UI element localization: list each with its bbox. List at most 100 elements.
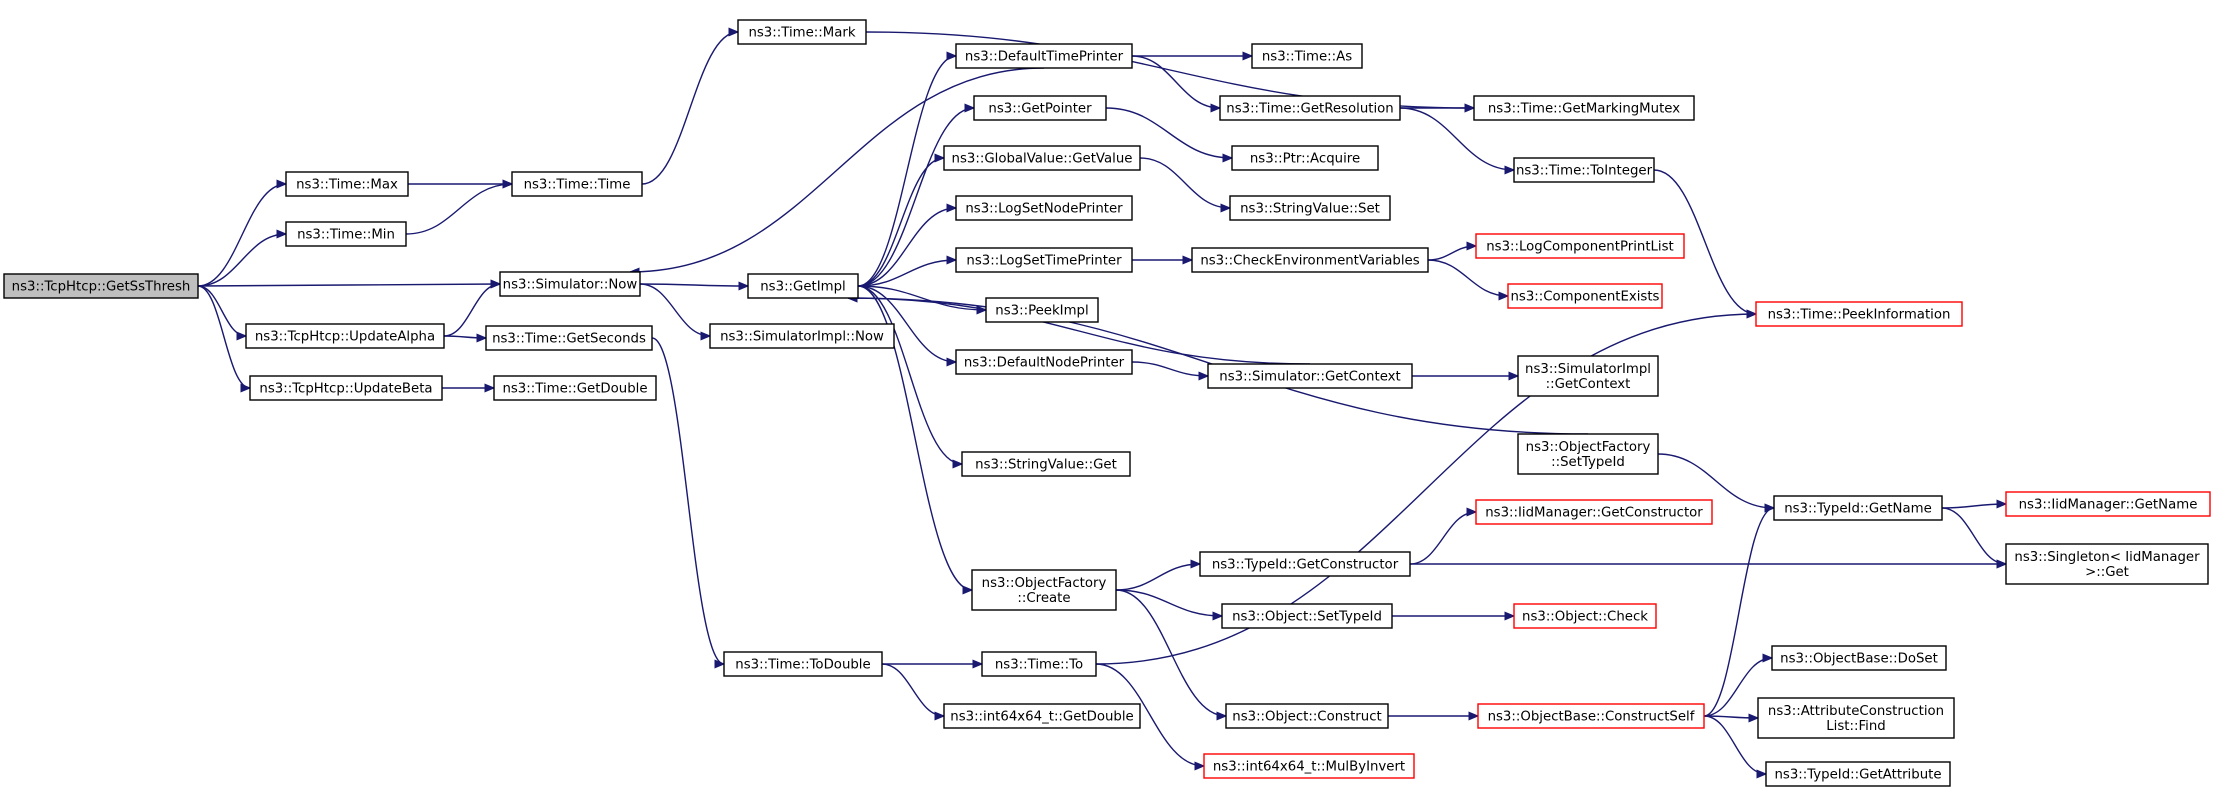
- node-getpointer[interactable]: ns3::GetPointer: [973, 95, 1107, 121]
- node-label: ns3::Ptr::Acquire: [1250, 152, 1360, 167]
- node-label: ns3::DefaultNodePrinter: [964, 356, 1125, 371]
- node-box: [955, 43, 1133, 69]
- edge-checkenv-to-logcomponentprintlist: [1427, 241, 1478, 261]
- node-simimplgetcontext[interactable]: ns3::SimulatorImpl::GetContext: [1517, 355, 1659, 397]
- node-peekimpl[interactable]: ns3::PeekImpl: [985, 297, 1099, 323]
- edge-line: [857, 285, 963, 465]
- node-iidgetname[interactable]: ns3::IidManager::GetName: [2005, 491, 2211, 517]
- node-mark[interactable]: ns3::Time::Mark: [737, 19, 867, 45]
- node-checkenv[interactable]: ns3::CheckEnvironmentVariables: [1191, 247, 1429, 273]
- node-defaultnodeprinter[interactable]: ns3::DefaultNodePrinter: [955, 349, 1133, 375]
- node-stringvalueget[interactable]: ns3::StringValue::Get: [961, 451, 1131, 477]
- node-getimpl[interactable]: ns3::GetImpl: [747, 273, 859, 299]
- edge-arrowhead: [276, 229, 288, 239]
- edge-getssthresh-to-updatebeta: [197, 285, 252, 393]
- edge-line: [857, 285, 987, 311]
- node-mulbyinvert[interactable]: ns3::int64x64_t::MulByInvert: [1203, 753, 1415, 779]
- edge-getimpl-to-logsettimeprinter: [857, 255, 958, 287]
- node-ptracquire[interactable]: ns3::Ptr::Acquire: [1231, 145, 1379, 171]
- node-label: ns3::Time::Max: [296, 178, 398, 193]
- node-int64getdouble[interactable]: ns3::int64x64_t::GetDouble: [943, 703, 1141, 729]
- edge-line: [1653, 169, 1757, 315]
- node-tointeger[interactable]: ns3::Time::ToInteger: [1513, 157, 1655, 183]
- edge-getpointer-to-ptracquire: [1105, 107, 1234, 163]
- node-min[interactable]: ns3::Time::Min: [285, 221, 407, 247]
- node-logcomponentprintlist[interactable]: ns3::LogComponentPrintList: [1475, 233, 1685, 259]
- edge-getresolution-to-tointeger: [1399, 107, 1516, 175]
- edge-getresolution-to-getmarkingmutex: [1400, 103, 1476, 113]
- node-objectconstruct[interactable]: ns3::Object::Construct: [1225, 703, 1389, 729]
- node-label: ns3::Time::ToInteger: [1516, 164, 1653, 179]
- node-objfactorysettypeid[interactable]: ns3::ObjectFactory::SetTypeId: [1517, 433, 1659, 475]
- node-peekinformation[interactable]: ns3::Time::PeekInformation: [1755, 301, 1963, 327]
- edge-objfactorycreate-to-typeidgetconstructor: [1115, 559, 1202, 591]
- node-stringvalueset[interactable]: ns3::StringValue::Set: [1229, 195, 1391, 221]
- edge-now-to-simimplnow: [639, 283, 712, 341]
- node-box: [985, 297, 1099, 323]
- node-logsetnodeprinter[interactable]: ns3::LogSetNodePrinter: [955, 195, 1133, 221]
- edge-arrowhead: [1468, 711, 1480, 721]
- node-max[interactable]: ns3::Time::Max: [285, 171, 409, 197]
- node-label: ns3::Time::As: [1262, 50, 1352, 65]
- edge-arrowhead: [1182, 255, 1194, 265]
- node-getvalue[interactable]: ns3::GlobalValue::GetValue: [943, 145, 1141, 171]
- node-time[interactable]: ns3::Time::Time: [511, 171, 643, 197]
- edge-line: [857, 207, 957, 287]
- node-box: [709, 323, 895, 349]
- node-getmarkingmutex[interactable]: ns3::Time::GetMarkingMutex: [1473, 95, 1695, 121]
- node-simimplnow[interactable]: ns3::SimulatorImpl::Now: [709, 323, 895, 349]
- edge-arrowhead: [276, 179, 288, 189]
- node-box: [1477, 703, 1705, 729]
- node-typeidgetname[interactable]: ns3::TypeId::GetName: [1773, 495, 1943, 521]
- node-label: ns3::ObjectBase::DoSet: [1780, 652, 1938, 667]
- node-timeto[interactable]: ns3::Time::To: [981, 651, 1097, 677]
- node-logsettimeprinter[interactable]: ns3::LogSetTimePrinter: [955, 247, 1133, 273]
- node-label: ns3::Time::Mark: [748, 26, 855, 41]
- node-typeidgetconstructor[interactable]: ns3::TypeId::GetConstructor: [1199, 551, 1411, 577]
- node-todouble[interactable]: ns3::Time::ToDouble: [723, 651, 883, 677]
- edge-timeto-to-peekinformation: [1095, 309, 1758, 665]
- edge-updatealpha-to-getseconds: [443, 333, 488, 343]
- node-box: [511, 171, 643, 197]
- node-box: [943, 703, 1141, 729]
- node-label: ns3::TypeId::GetAttribute: [1774, 768, 1941, 783]
- node-label: ::SetTypeId: [1551, 455, 1625, 470]
- node-singletonget[interactable]: ns3::Singleton< IidManager>::Get: [2005, 543, 2209, 585]
- node-doset[interactable]: ns3::ObjectBase::DoSet: [1771, 645, 1947, 671]
- node-objectcheck[interactable]: ns3::Object::Check: [1513, 603, 1657, 629]
- node-objectsettypeid[interactable]: ns3::Object::SetTypeId: [1221, 603, 1393, 629]
- edge-arrowhead: [1764, 503, 1776, 513]
- node-getseconds[interactable]: ns3::Time::GetSeconds: [485, 325, 653, 351]
- edge-line: [857, 285, 957, 363]
- edge-updatebeta-to-getdouble: [441, 383, 496, 393]
- node-box: [1771, 645, 1947, 671]
- node-getdouble[interactable]: ns3::Time::GetDouble: [493, 375, 657, 401]
- node-defaulttimeprinter[interactable]: ns3::DefaultTimePrinter: [955, 43, 1133, 69]
- node-componentexists[interactable]: ns3::ComponentExists: [1507, 283, 1663, 309]
- node-updatebeta[interactable]: ns3::TcpHtcp::UpdateBeta: [249, 375, 443, 401]
- edge-arrowhead: [1242, 51, 1254, 61]
- node-now[interactable]: ns3::Simulator::Now: [499, 271, 641, 297]
- edge-line: [405, 183, 513, 235]
- node-label: ns3::TcpHtcp::UpdateBeta: [259, 382, 432, 397]
- node-timeas[interactable]: ns3::Time::As: [1251, 43, 1363, 69]
- node-simgetcontext[interactable]: ns3::Simulator::GetContext: [1207, 363, 1413, 389]
- node-constructself[interactable]: ns3::ObjectBase::ConstructSelf: [1477, 703, 1705, 729]
- edge-typeidgetname-to-singletonget: [1941, 507, 2008, 569]
- node-objfactorycreate[interactable]: ns3::ObjectFactory::Create: [971, 569, 1117, 611]
- node-iidgetconstructor[interactable]: ns3::IidManager::GetConstructor: [1475, 499, 1713, 525]
- node-getssthresh[interactable]: ns3::TcpHtcp::GetSsThresh: [3, 273, 199, 299]
- node-label: ns3::SimulatorImpl::Now: [720, 330, 884, 345]
- node-box: [971, 569, 1117, 611]
- node-updatealpha[interactable]: ns3::TcpHtcp::UpdateAlpha: [245, 323, 445, 349]
- node-label: ns3::LogComponentPrintList: [1486, 240, 1674, 255]
- edge-constructself-to-attrfind: [1703, 713, 1760, 723]
- node-box: [1191, 247, 1429, 273]
- edge-line: [1941, 503, 2007, 509]
- edge-arrowhead: [1194, 761, 1206, 771]
- edge-line: [1131, 361, 1209, 377]
- node-getattribute[interactable]: ns3::TypeId::GetAttribute: [1765, 761, 1951, 787]
- node-getresolution[interactable]: ns3::Time::GetResolution: [1219, 95, 1401, 121]
- edge-logsettimeprinter-to-checkenv: [1132, 255, 1194, 265]
